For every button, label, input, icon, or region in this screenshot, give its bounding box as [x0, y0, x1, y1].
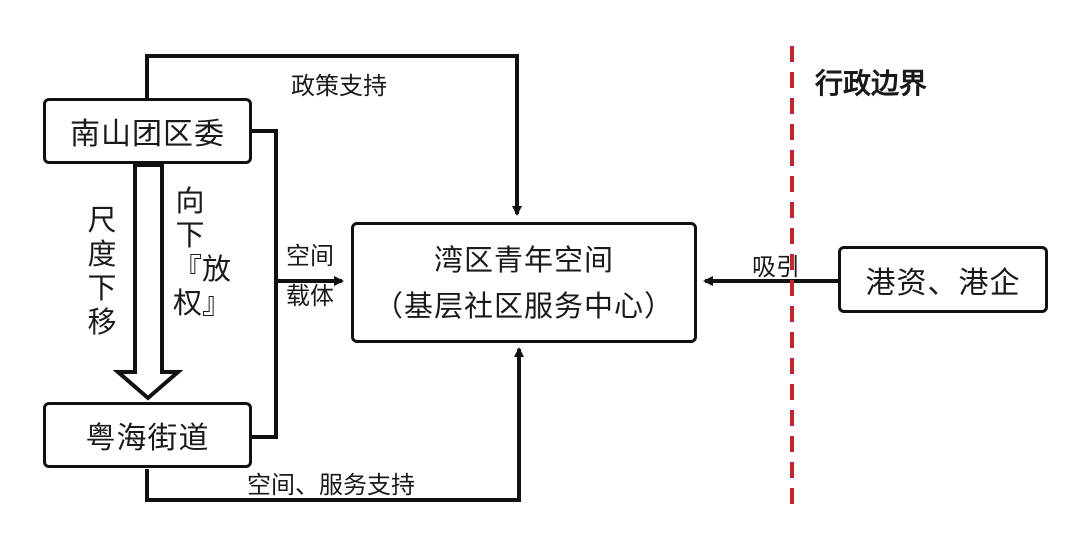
delegate-label: 向下『放权』	[173, 184, 232, 320]
space-carrier-line1: 空间	[286, 242, 334, 270]
yuehai-street-box: 粤海街道	[43, 402, 252, 468]
policy-support-label: 政策支持	[291, 72, 387, 100]
space-carrier-bracket	[250, 129, 278, 439]
space-service-support-arrow	[145, 347, 524, 502]
attract-label: 吸引	[752, 253, 800, 281]
admin-boundary-label: 行政边界	[815, 67, 928, 100]
space-service-support-label: 空间、服务支持	[247, 471, 415, 499]
nanshan-league-label: 南山团区委	[70, 117, 225, 152]
hk-capital-box: 港资、港企	[838, 246, 1048, 313]
space-carrier-line2: 载体	[286, 282, 334, 310]
hk-capital-label: 港资、港企	[865, 265, 1021, 301]
space-carrier-label: 空间 载体	[280, 236, 340, 316]
policy-support-arrow	[145, 54, 522, 216]
youth-space-title: 湾区青年空间	[433, 242, 614, 277]
scale-down-label: 尺度下移	[87, 203, 117, 339]
nanshan-league-box: 南山团区委	[43, 98, 252, 164]
yuehai-street-label: 粤海街道	[85, 421, 210, 456]
youth-space-subtitle: （基层社区服务中心）	[373, 288, 674, 323]
scale-down-block-arrow	[112, 163, 184, 401]
bay-area-youth-space-box: 湾区青年空间 （基层社区服务中心）	[351, 222, 697, 343]
